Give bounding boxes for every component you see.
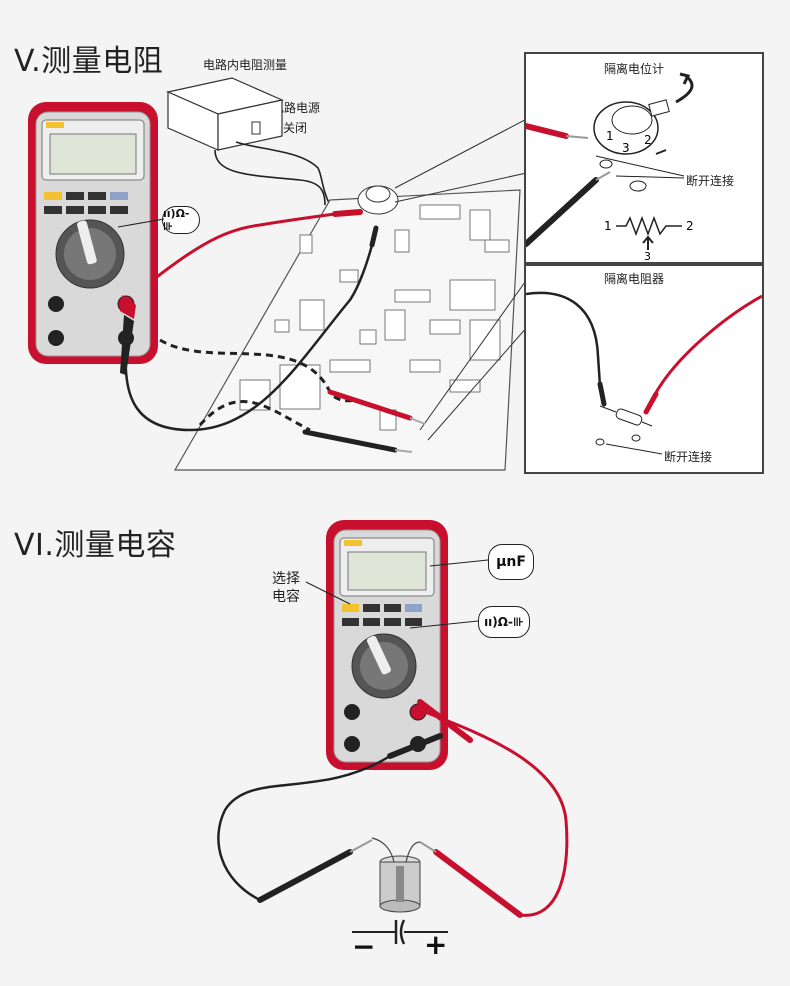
section-title-capacitance: VI.测量电容 [14,528,177,563]
inset-res-disconnect: 断开连接 [664,450,713,464]
inset-resistor: 隔离电阻器 断开连接 [524,264,764,474]
multimeter-1 [28,102,158,364]
resistor-detail [526,291,762,455]
capacitor-symbol [352,919,448,945]
inset-potentiometer: 隔离电位计 断开连接 1 3 2 1 2 3 [524,52,764,264]
select-label-2: 电容 [272,589,300,605]
potentiometer-on-board [357,185,399,215]
svg-text:1: 1 [604,219,612,233]
meter-1-mode-callout: ıı)Ω-⊪ [162,206,200,234]
circuit-board [173,189,521,471]
section-title-resistance: V.测量电阻 [14,44,164,79]
meter-2-mode-callout: ıı)Ω-⊪ [478,606,530,638]
inset-res-title: 隔离电阻器 [604,272,665,286]
svg-text:2: 2 [686,219,694,233]
plus-sign: + [424,928,448,961]
potentiometer-detail: 1 3 2 1 2 3 [526,72,694,262]
pot-pin2-label: 2 [644,133,652,147]
unit-callout: μnF [488,544,534,580]
multimeter-2 [326,520,448,770]
pot-pin3-label: 3 [622,141,630,155]
inset-pot-title: 隔离电位计 [604,62,665,76]
minus-sign: − [352,930,376,963]
meter-1-plugs [120,295,136,375]
power-off-label-1: 电路电源 [272,101,321,115]
callout-pointer-1 [118,218,165,228]
power-off-label-2: 关闭 [283,121,308,135]
capacitor-component [371,837,421,913]
inset-pot-disconnect: 断开连接 [686,174,735,188]
in-circuit-label: 电路内电阻测量 [203,58,288,72]
svg-text:3: 3 [644,250,651,262]
select-label-1: 选择 [272,571,300,587]
power-supply-box [166,77,284,151]
pot-pin1-label: 1 [606,129,614,143]
